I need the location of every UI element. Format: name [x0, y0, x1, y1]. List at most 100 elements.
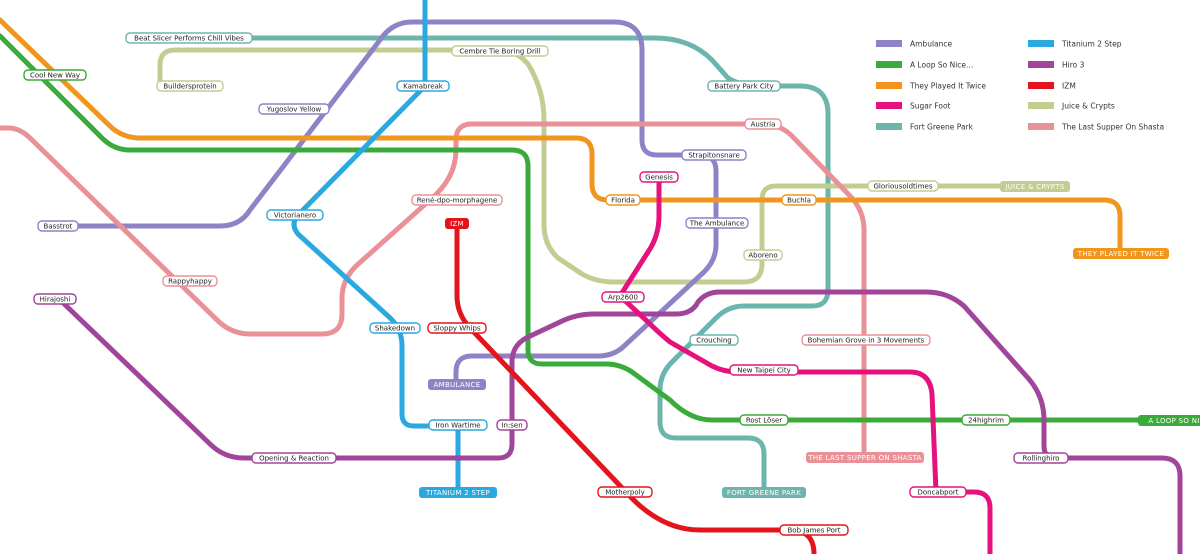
- svg-text:René-dpo-morphagene: René-dpo-morphagene: [417, 196, 498, 204]
- station-sloppy[interactable]: Sloppy Whips: [427, 322, 487, 334]
- station-genesis[interactable]: Genesis: [639, 171, 679, 183]
- svg-text:Beat Slicer Performs Chill Vib: Beat Slicer Performs Chill Vibes: [134, 34, 244, 42]
- station-cool-new-way[interactable]: Cool New Way: [23, 69, 87, 81]
- legend-label-ambulance: Ambulance: [910, 40, 953, 49]
- station-basstrot[interactable]: Basstrot: [37, 220, 79, 232]
- station-hirajoshi[interactable]: Hirajoshi: [33, 293, 77, 305]
- legend-swatch-a-loop-so-nice: [876, 61, 902, 68]
- svg-text:Victorianero: Victorianero: [274, 211, 316, 219]
- terminal-they-played-it-twice[interactable]: THEY PLAYED IT TWICE: [1073, 248, 1169, 259]
- svg-text:Florida: Florida: [611, 196, 635, 204]
- station-battery[interactable]: Battery Park City: [707, 80, 781, 92]
- station-bob[interactable]: Bob James Port: [779, 524, 849, 536]
- svg-text:Cool New Way: Cool New Way: [30, 71, 80, 79]
- svg-text:Hirajoshi: Hirajoshi: [40, 295, 71, 303]
- legend-label-izm: IZM: [1062, 82, 1076, 91]
- svg-text:Doncabport: Doncabport: [917, 488, 958, 496]
- route-cool-new-way: [0, 17, 1123, 256]
- station-iron[interactable]: Iron Wartime: [428, 419, 488, 431]
- svg-text:Buchla: Buchla: [787, 196, 811, 204]
- station-motherpoly[interactable]: Motherpoly: [597, 486, 653, 498]
- station-aboreno[interactable]: Aboreno: [743, 249, 783, 261]
- station-rene[interactable]: René-dpo-morphagene: [411, 194, 503, 206]
- station-the-ambulance[interactable]: The Ambulance: [685, 217, 749, 229]
- route-hiro-3: [55, 289, 1183, 554]
- station-bohemian[interactable]: Bohemian Grove in 3 Movements: [801, 334, 931, 346]
- legend-label-titanium-2-step: Titanium 2 Step: [1061, 40, 1122, 49]
- svg-text:Sloppy Whips: Sloppy Whips: [433, 324, 481, 332]
- svg-text:Battery Park City: Battery Park City: [714, 82, 773, 90]
- svg-text:Aboreno: Aboreno: [748, 251, 777, 259]
- station-strapitonsnare[interactable]: Strapitonsnare: [681, 149, 747, 161]
- station-shakedown[interactable]: Shakedown: [369, 322, 421, 334]
- svg-text:Kamabreak: Kamabreak: [403, 82, 444, 90]
- station-builders[interactable]: Buildersprotein: [156, 80, 224, 92]
- svg-text:Rost Löser: Rost Löser: [746, 416, 782, 424]
- svg-text:A LOOP SO NI: A LOOP SO NI: [1148, 417, 1199, 425]
- legend-swatch-fort-greene-park: [876, 123, 902, 130]
- svg-text:Shakedown: Shakedown: [375, 324, 415, 332]
- legend-swatch-titanium-2-step: [1028, 40, 1054, 47]
- svg-text:Strapitonsnare: Strapitonsnare: [688, 151, 740, 159]
- svg-text:TITANIUM 2 STEP: TITANIUM 2 STEP: [425, 489, 490, 497]
- legend-swatch-the-last-supper-on-shasta: [1028, 123, 1054, 130]
- terminal-juice-and-crypts[interactable]: JUICE & CRYPTS: [1000, 181, 1070, 192]
- legend-label-the-last-supper-on-shasta: The Last Supper On Shasta: [1061, 123, 1164, 132]
- station-crouching[interactable]: Crouching: [689, 334, 739, 346]
- legend-label-a-loop-so-nice: A Loop So Nice...: [910, 61, 973, 70]
- terminal-the-last-supper-on-shasta[interactable]: THE LAST SUPPER ON SHASTA: [806, 452, 924, 463]
- svg-text:Austria: Austria: [751, 120, 776, 128]
- station-beat-slicer[interactable]: Beat Slicer Performs Chill Vibes: [125, 32, 253, 44]
- legend-label-hiro-3: Hiro 3: [1062, 61, 1085, 70]
- svg-text:FORT GREENE PARK: FORT GREENE PARK: [727, 489, 801, 497]
- terminal-labels: AMBULANCE IZM TITANIUM 2 STEP FORT GREEN…: [419, 181, 1200, 498]
- svg-text:Bob James Port: Bob James Port: [788, 526, 841, 534]
- terminal-izm[interactable]: IZM: [445, 218, 469, 229]
- station-arp2600[interactable]: Arp2600: [601, 291, 645, 303]
- legend-swatch-sugar-foot: [876, 102, 902, 109]
- station-glorious[interactable]: Gloriousoldtimes: [867, 180, 939, 192]
- svg-text:Iron Wartime: Iron Wartime: [435, 421, 480, 429]
- station-doncabport[interactable]: Doncabport: [909, 486, 967, 498]
- station-victorianero[interactable]: Victorianero: [266, 209, 324, 221]
- station-opening[interactable]: Opening & Reaction: [251, 452, 337, 464]
- station-rollinghiro[interactable]: Rollinghiro: [1013, 452, 1069, 464]
- route-juice-and-crypts: [157, 47, 1039, 285]
- svg-text:Opening & Reaction: Opening & Reaction: [259, 454, 329, 462]
- terminal-a-loop-so-nice[interactable]: A LOOP SO NI: [1138, 415, 1200, 426]
- station-yugoslov[interactable]: Yugoslov Yellow: [258, 103, 330, 115]
- station-rost[interactable]: Rost Löser: [739, 414, 789, 426]
- svg-text:Motherpoly: Motherpoly: [605, 488, 645, 496]
- station-cembre[interactable]: Cembre Tie Boring Drill: [451, 45, 549, 57]
- svg-text:AMBULANCE: AMBULANCE: [434, 381, 481, 389]
- legend-label-juice-and-crypts: Juice & Crypts: [1061, 102, 1115, 111]
- legend-swatch-ambulance: [876, 40, 902, 47]
- terminal-fort-greene-park[interactable]: FORT GREENE PARK: [722, 487, 806, 498]
- svg-text:In:sen: In:sen: [501, 421, 522, 429]
- station-insen[interactable]: In:sen: [496, 419, 528, 431]
- legend-swatch-they-played-it-twice: [876, 82, 902, 89]
- station-florida[interactable]: Florida: [605, 194, 641, 206]
- svg-text:Arp2600: Arp2600: [608, 293, 638, 301]
- legend-label-sugar-foot: Sugar Foot: [910, 102, 951, 111]
- terminal-ambulance[interactable]: AMBULANCE: [428, 379, 486, 390]
- station-24highrim[interactable]: 24highrim: [961, 414, 1011, 426]
- svg-text:THE LAST SUPPER ON SHASTA: THE LAST SUPPER ON SHASTA: [807, 454, 921, 462]
- svg-text:New Taipei City: New Taipei City: [737, 366, 790, 374]
- svg-text:Rappyhappy: Rappyhappy: [168, 277, 212, 285]
- station-buchla[interactable]: Buchla: [781, 194, 817, 206]
- legend-swatch-hiro-3: [1028, 61, 1054, 68]
- route-fort-greene-park: [187, 35, 831, 495]
- svg-text:24highrim: 24highrim: [968, 416, 1004, 424]
- svg-text:THEY PLAYED IT TWICE: THEY PLAYED IT TWICE: [1077, 250, 1164, 258]
- station-kamabreak[interactable]: Kamabreak: [396, 80, 450, 92]
- svg-text:IZM: IZM: [450, 220, 464, 228]
- station-rappyhappy[interactable]: Rappyhappy: [162, 275, 218, 287]
- svg-text:The Ambulance: The Ambulance: [689, 219, 745, 227]
- station-labels: Beat Slicer Performs Chill Vibes Cool Ne…: [23, 32, 1069, 536]
- station-new-taipei[interactable]: New Taipei City: [729, 364, 799, 376]
- station-austria[interactable]: Austria: [744, 118, 782, 130]
- terminal-titanium-2-step[interactable]: TITANIUM 2 STEP: [419, 487, 497, 498]
- svg-text:Bohemian Grove in 3 Movements: Bohemian Grove in 3 Movements: [808, 336, 925, 344]
- svg-text:Gloriousoldtimes: Gloriousoldtimes: [874, 182, 933, 190]
